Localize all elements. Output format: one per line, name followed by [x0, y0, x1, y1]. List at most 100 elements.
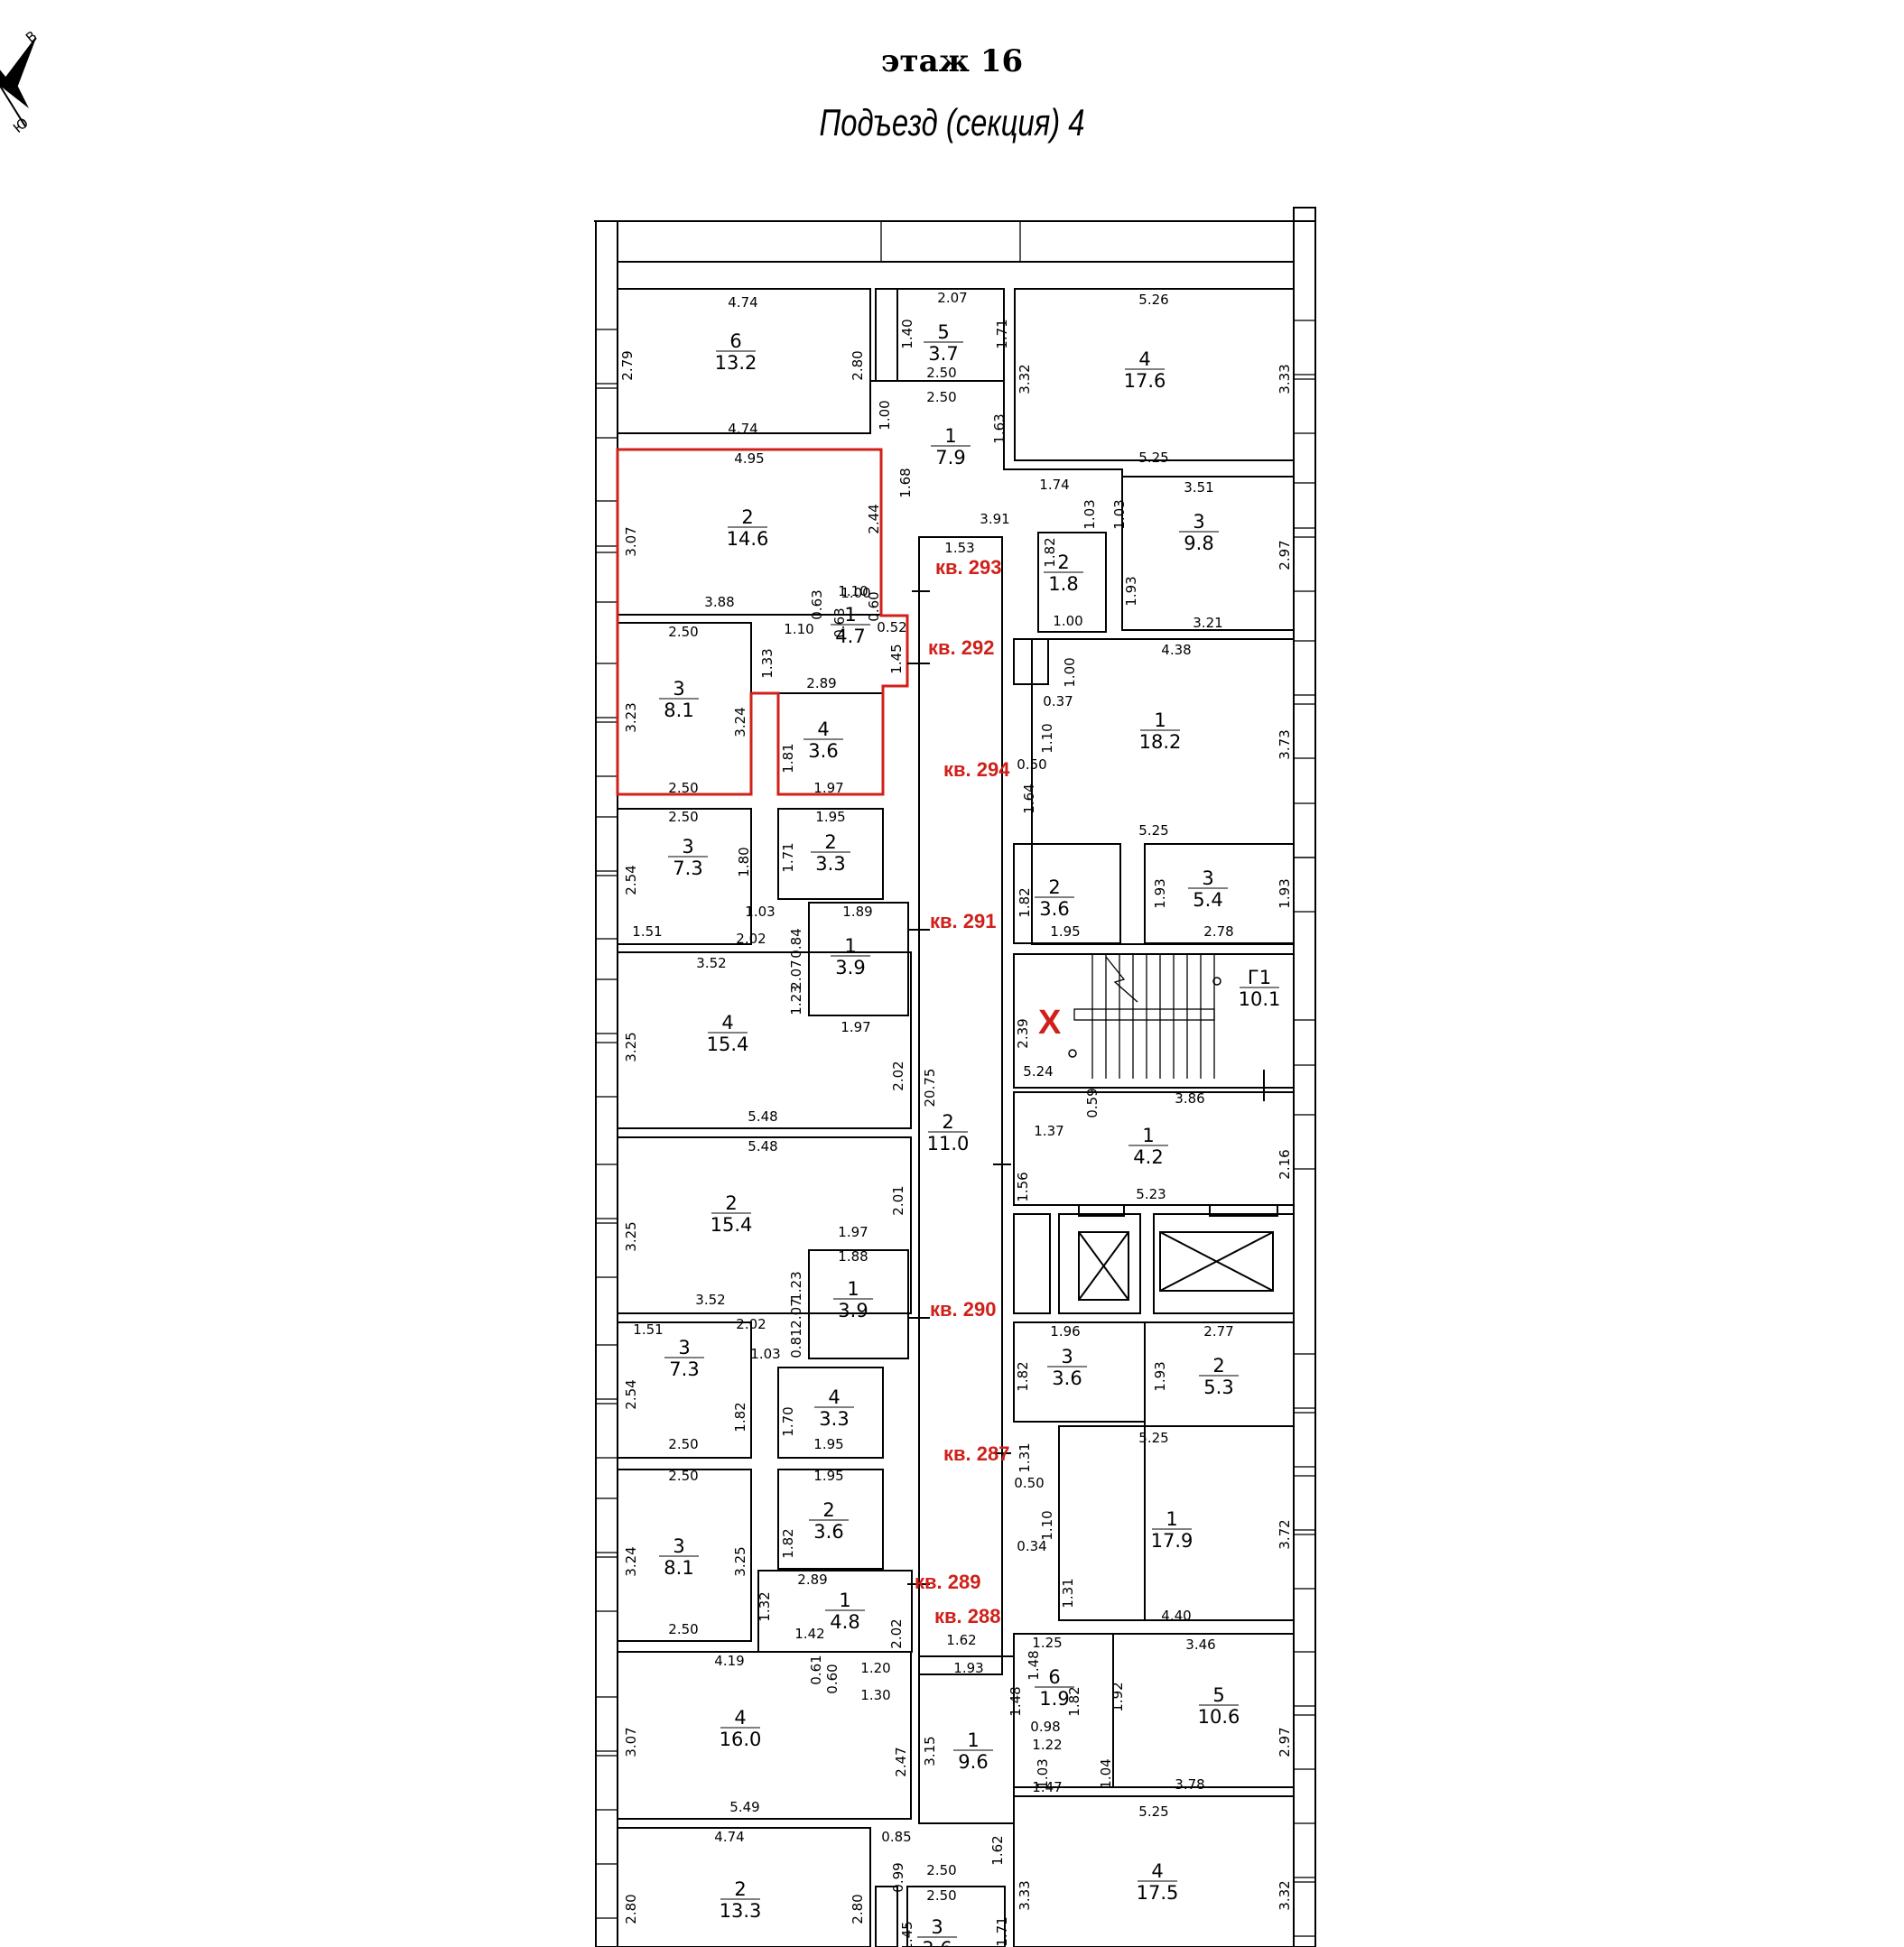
- dimension-label: 3.07: [623, 1727, 639, 1757]
- dimension-label: 5.24: [1023, 1063, 1053, 1080]
- dimension-label: 1.40: [899, 319, 915, 348]
- apartment-label[interactable]: кв. 287: [943, 1442, 1009, 1465]
- dimension-label: 1.88: [838, 1248, 868, 1265]
- dimension-label: 2.16: [1277, 1149, 1293, 1179]
- room-area: 4.7: [835, 626, 865, 647]
- room-area: 15.4: [711, 1214, 753, 1236]
- dimension-label: 1.45: [899, 1921, 915, 1947]
- apartment-label[interactable]: кв. 291: [930, 910, 996, 932]
- dimension-label: 1.48: [1026, 1650, 1042, 1680]
- room-number: 2: [1057, 552, 1069, 573]
- dimension-label: 2.44: [866, 504, 882, 533]
- dimension-label: 0.52: [877, 619, 906, 635]
- dimension-label: 1.97: [838, 1224, 868, 1240]
- dimension-label: 1.10: [1039, 723, 1055, 753]
- dimension-label: 4.74: [714, 1829, 744, 1845]
- dimension-label: 1.04: [1098, 1758, 1114, 1788]
- room-area: 8.1: [664, 700, 693, 721]
- dimension-label: 1.31: [1060, 1578, 1076, 1608]
- dimension-label: 0.84: [788, 928, 804, 958]
- dimension-label: 1.51: [632, 923, 662, 940]
- room-label: 38.1: [659, 1535, 699, 1579]
- apartment-label[interactable]: кв. 292: [928, 636, 994, 659]
- dimension-label: 5.25: [1138, 450, 1168, 466]
- dimension-label: 1.03: [1082, 499, 1098, 529]
- dimension-label: 2.50: [926, 365, 956, 381]
- door-marks: [907, 578, 1282, 1598]
- room-label: 13.9: [833, 1278, 873, 1321]
- room-area: 3.3: [815, 853, 845, 875]
- building-outline: [594, 207, 1316, 1947]
- room-number: 1: [847, 1278, 859, 1300]
- room-number: 4: [1138, 348, 1150, 370]
- apartment-label[interactable]: кв. 289: [915, 1571, 980, 1593]
- room-area: 8.1: [664, 1557, 693, 1579]
- room-label: 53.7: [924, 321, 963, 365]
- dimension-label: 1.82: [732, 1402, 748, 1432]
- dimension-label: 2.07: [788, 1298, 804, 1328]
- room-number: 4: [828, 1386, 840, 1408]
- dimension-label: 0.37: [1043, 693, 1073, 709]
- dimension-label: 2.50: [668, 1468, 698, 1484]
- dimension-label: 3.72: [1277, 1519, 1293, 1549]
- dimension-label: 4.74: [728, 294, 757, 311]
- dimension-label: 3.07: [623, 526, 639, 556]
- dimension-label: 1.45: [888, 644, 905, 673]
- dimension-label: 1.23: [788, 1271, 804, 1301]
- room-area: 5.3: [1203, 1377, 1233, 1398]
- dimension-label: 1.71: [994, 319, 1010, 348]
- room-area: 4.8: [830, 1611, 859, 1633]
- room-number: 1: [1154, 709, 1166, 731]
- dimension-label: 3.33: [1017, 1880, 1033, 1910]
- highlighted-apartment-292[interactable]: [616, 448, 909, 796]
- dimension-label: 2.97: [1277, 1727, 1293, 1757]
- room-number: 2: [1212, 1355, 1224, 1377]
- dimension-label: 1.95: [813, 1436, 843, 1452]
- room-label: 23.3: [811, 831, 850, 875]
- dimension-label: 1.48: [1008, 1686, 1024, 1716]
- dimension-label: 2.50: [668, 780, 698, 796]
- dimension-label: 2.50: [668, 809, 698, 825]
- dimension-label: 0.85: [881, 1829, 911, 1845]
- room-area: 9.8: [1184, 533, 1213, 554]
- dimension-label: 2.77: [1203, 1323, 1233, 1340]
- dimension-label: 3.25: [623, 1032, 639, 1062]
- room-number: 2: [734, 1878, 746, 1900]
- dimension-label: 3.15: [922, 1736, 938, 1766]
- dimension-label: 1.30: [860, 1687, 890, 1703]
- room-number: 1: [844, 935, 856, 957]
- apartment-label[interactable]: кв. 288: [934, 1605, 1000, 1627]
- dimension-label: 3.46: [1185, 1636, 1215, 1653]
- room-label: 14.7: [831, 604, 870, 647]
- dimension-label: 1.97: [813, 780, 843, 796]
- dimension-label: 1.62: [946, 1632, 976, 1648]
- dimension-label: 1.23: [788, 985, 804, 1015]
- room-label: 37.3: [668, 836, 708, 879]
- dimension-label: 1.82: [1015, 1361, 1031, 1391]
- dimension-label: 0.59: [1084, 1088, 1101, 1117]
- apartment-label[interactable]: кв. 294: [943, 758, 1010, 781]
- marker-x: X: [1038, 1004, 1062, 1042]
- dimension-label: 4.19: [714, 1653, 744, 1669]
- dimension-label: 1.63: [991, 413, 1008, 443]
- room-outlines: [617, 288, 1295, 1947]
- apartment-label[interactable]: кв. 290: [930, 1298, 996, 1321]
- dimension-label: 0.99: [890, 1862, 906, 1892]
- room-label: 417.6: [1124, 348, 1166, 392]
- room-area: 17.5: [1137, 1882, 1179, 1904]
- dimension-label: 5.25: [1138, 822, 1168, 839]
- dimension-label: 1.31: [1017, 1442, 1033, 1472]
- dimension-label: 2.54: [623, 1379, 639, 1409]
- room-number: 2: [824, 831, 836, 853]
- apartment-label[interactable]: кв. 293: [935, 556, 1001, 579]
- room-number: 1: [844, 604, 856, 626]
- dimension-label: 1.22: [1032, 1737, 1062, 1753]
- elevators: [1013, 1204, 1295, 1314]
- room-area: 17.9: [1151, 1530, 1193, 1552]
- room-label: 35.4: [1188, 867, 1228, 911]
- room-area: 1.8: [1048, 573, 1078, 595]
- room-number: 3: [673, 1535, 684, 1557]
- dimension-label: 1.95: [815, 809, 845, 825]
- dimension-label: 2.02: [736, 1316, 766, 1332]
